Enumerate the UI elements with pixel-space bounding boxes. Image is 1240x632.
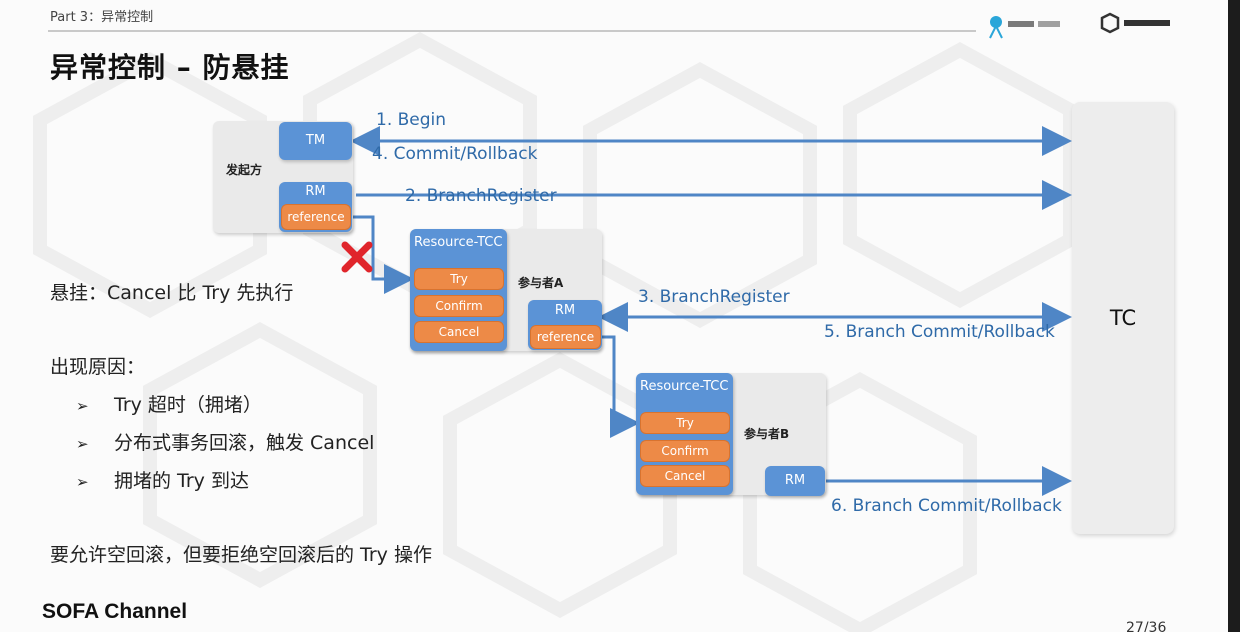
footer-brand: SOFA Channel	[42, 600, 188, 623]
arrow-bullet-icon: ➢	[76, 435, 89, 453]
participant-b-label: 参与者B	[744, 427, 790, 441]
resource-tcc-a-label: Resource-TCC	[414, 235, 503, 250]
cancel-a: Cancel	[414, 321, 504, 343]
tm-box: TM	[279, 122, 352, 160]
confirm-a: Confirm	[414, 295, 504, 317]
tc-box: TC	[1072, 102, 1174, 534]
initiator-label: 发起方	[226, 163, 263, 177]
label-begin: 1. Begin	[376, 110, 447, 130]
cause-item-2: ➢分布式事务回滚，触发 Cancel	[76, 432, 375, 454]
sofastack-logo-icon	[1100, 12, 1170, 34]
rm-b-box: RM	[765, 466, 825, 496]
slide-title: 异常控制 – 防悬挂	[50, 51, 290, 84]
page-number: 27/36	[1126, 620, 1167, 632]
resource-tcc-b-label: Resource-TCC	[640, 379, 729, 394]
label-commit-rollback: 4. Commit/Rollback	[372, 144, 538, 164]
tc-label: TC	[1109, 306, 1137, 330]
arrow-bullet-icon: ➢	[76, 397, 89, 415]
participant-a-label: 参与者A	[518, 276, 564, 290]
cross-icon	[341, 241, 373, 273]
cause-item-3: ➢拥堵的 Try 到达	[76, 470, 249, 492]
label-branch-register-2: 3. BranchRegister	[638, 287, 790, 307]
confirm-b: Confirm	[640, 440, 730, 462]
reference-box: reference	[281, 204, 351, 230]
label-branch-commit-5: 5. Branch Commit/Rollback	[824, 322, 1055, 342]
part-label: Part 3：异常控制	[50, 10, 154, 25]
arrow-bullet-icon: ➢	[76, 473, 89, 491]
window-edge	[1228, 0, 1240, 632]
sponsor-logos	[989, 12, 1170, 39]
conclusion-text: 要允许空回滚，但要拒绝空回滚后的 Try 操作	[50, 544, 432, 566]
header-divider	[48, 30, 976, 32]
label-branch-commit-6: 6. Branch Commit/Rollback	[831, 496, 1062, 516]
cause-heading: 出现原因：	[50, 356, 146, 378]
cancel-b: Cancel	[640, 465, 730, 487]
label-branch-register-1: 2. BranchRegister	[405, 186, 557, 206]
definition-text: 悬挂：Cancel 比 Try 先执行	[50, 282, 294, 304]
try-b: Try	[640, 412, 730, 434]
cause-item-1: ➢Try 超时（拥堵）	[76, 394, 262, 416]
antfin-logo-icon	[990, 16, 1002, 28]
rm-a-label: RM	[554, 303, 576, 318]
rm-label: RM	[305, 184, 326, 199]
try-a: Try	[414, 268, 504, 290]
reference-a-box: reference	[530, 325, 601, 349]
